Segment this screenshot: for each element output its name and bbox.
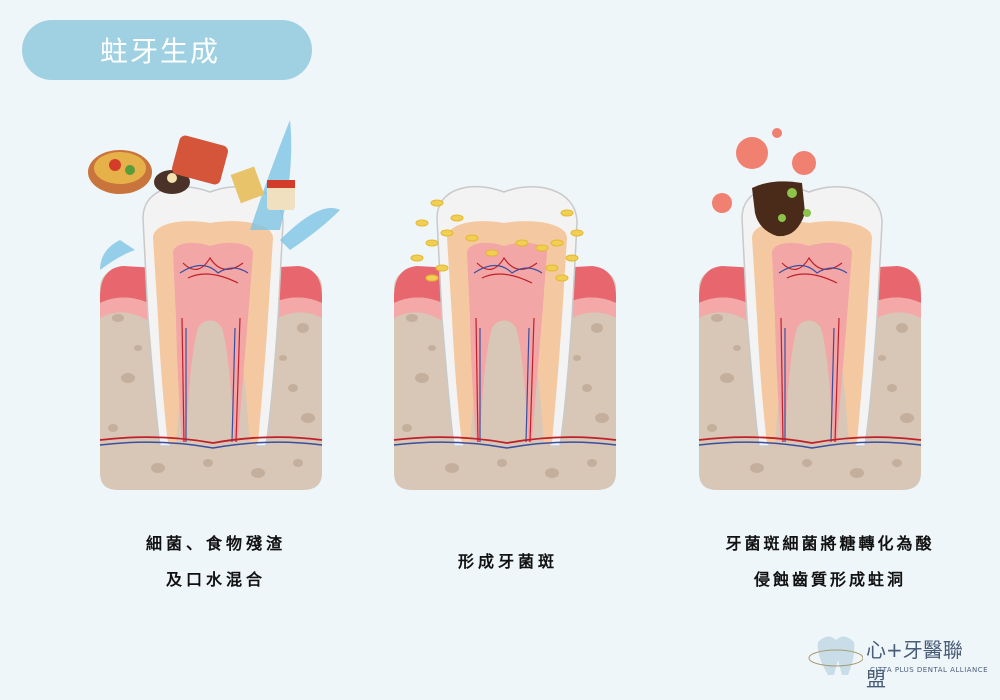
- title-banner: 蛀牙生成: [22, 20, 312, 80]
- step-3-illustration: [697, 128, 927, 498]
- logo-name-en: CITTA PLUS DENTAL ALLIANCE: [870, 666, 989, 674]
- cavity-bacteria-icon: [712, 128, 816, 237]
- plaque-bacteria-icon: [410, 199, 584, 282]
- caption-line: 細菌、食物殘渣: [145, 534, 286, 553]
- step-2-illustration: [392, 178, 622, 498]
- step-1-caption: 細菌、食物殘渣 及口水混合: [56, 526, 376, 598]
- caption-line: 牙菌斑細菌將糖轉化為酸: [725, 534, 935, 553]
- logo-name-cn: 心+牙醫聯盟: [866, 638, 963, 691]
- brand-logo: 心+牙醫聯盟 CITTA PLUS DENTAL ALLIANCE: [808, 630, 988, 691]
- tooth-logo-icon: [808, 636, 863, 675]
- step-2-caption: 形成牙菌斑: [348, 544, 668, 580]
- caption-line: 及口水混合: [165, 570, 266, 589]
- step-3-caption: 牙菌斑細菌將糖轉化為酸 侵蝕齒質形成蛀洞: [660, 526, 1000, 598]
- page-title: 蛀牙生成: [100, 35, 221, 68]
- caption-line: 侵蝕齒質形成蛀洞: [753, 570, 906, 589]
- food-and-saliva-icon: [88, 120, 340, 270]
- caption-line: 形成牙菌斑: [457, 552, 558, 571]
